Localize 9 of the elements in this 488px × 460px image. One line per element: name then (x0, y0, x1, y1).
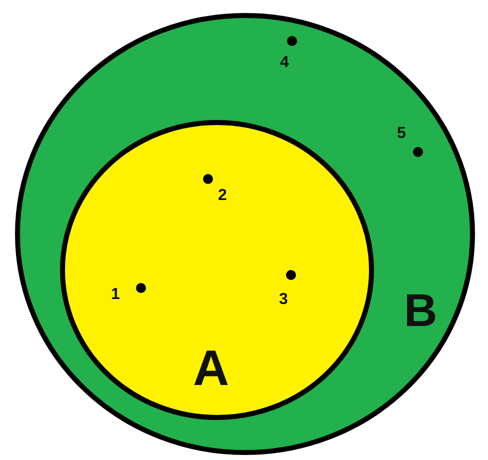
set-circle (15, 13, 475, 455)
point-label: 5 (397, 126, 406, 142)
set-label: B (404, 287, 438, 333)
point-label: 4 (280, 55, 289, 71)
point-label: 1 (111, 287, 120, 303)
set-circle (60, 120, 374, 420)
set-label: A (193, 343, 230, 393)
point-label: 3 (279, 292, 288, 308)
point-label: 2 (218, 188, 227, 204)
